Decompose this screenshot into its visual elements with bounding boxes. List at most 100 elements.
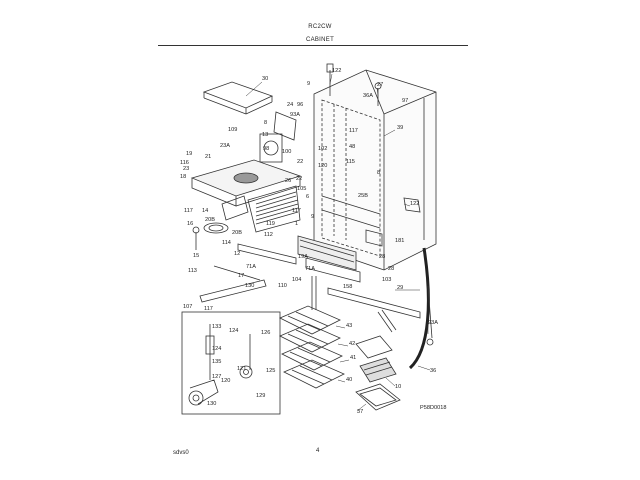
leader-lines	[245, 73, 431, 412]
callout-label: 36	[430, 368, 436, 374]
callout-label: 122	[332, 68, 341, 74]
callout-label: 8	[264, 120, 267, 126]
callout-label: 158	[343, 284, 352, 290]
callout-label: 18	[180, 174, 186, 180]
callout-label: 98	[263, 146, 269, 152]
drain-tube	[408, 247, 434, 370]
section-title: CABINET	[305, 37, 335, 43]
callout-label: 24	[287, 102, 293, 108]
callout-label: 17	[238, 273, 244, 279]
callout-label: 16	[187, 221, 193, 227]
callout-label: 15	[193, 253, 199, 259]
header-rule	[158, 45, 468, 46]
callout-label: 100	[282, 149, 291, 155]
callout-label: 133	[212, 324, 221, 330]
callout-label: 117	[349, 128, 358, 134]
diagram-code: P58D0018	[420, 405, 446, 411]
evaporator-assembly	[190, 111, 302, 250]
callout-label: 125	[266, 368, 275, 374]
callout-label: 22	[296, 176, 302, 182]
callout-label: 20B	[205, 217, 215, 223]
callout-label: 129	[256, 393, 265, 399]
callout-label: 116	[180, 160, 189, 166]
callout-label: 117	[292, 208, 301, 214]
callout-label: 37	[357, 409, 363, 415]
callout-label: 9	[307, 81, 310, 87]
callout-label: 48	[349, 144, 355, 150]
callout-label: 135	[212, 359, 221, 365]
basket-and-bins	[355, 309, 401, 411]
callout-label: 13	[262, 132, 268, 138]
callout-label: 9	[311, 214, 314, 220]
callout-label: 40	[346, 377, 352, 383]
callout-label: 119	[266, 221, 275, 227]
callout-label: 25B	[358, 193, 368, 199]
callout-label: 121	[237, 366, 246, 372]
callout-label: 71A	[246, 264, 256, 270]
top-bracket	[202, 81, 274, 115]
page-number: 4	[316, 448, 320, 454]
line-art	[181, 63, 437, 415]
caster-inset	[181, 311, 281, 415]
callout-label: 97	[402, 98, 408, 104]
callout-label: 115	[346, 159, 355, 165]
callout-label: 10	[395, 384, 401, 390]
drain-pan	[297, 235, 361, 283]
callout-label: 19A	[298, 254, 308, 260]
callout-label: 36A	[363, 93, 373, 99]
cabinet-body	[313, 63, 437, 271]
callout-label: 23A	[220, 143, 230, 149]
callout-label: 30	[262, 76, 268, 82]
callout-label: 21	[205, 154, 211, 160]
callout-label: 113	[188, 268, 197, 274]
callout-label: 130	[245, 283, 254, 289]
callout-label: 104	[292, 277, 301, 283]
callout-label: 93A	[290, 112, 300, 118]
callout-label: 120	[318, 163, 327, 169]
callout-label: 12	[234, 251, 240, 257]
callout-label: 124	[212, 346, 221, 352]
callout-label: 42	[349, 341, 355, 347]
callout-label: 181	[395, 238, 404, 244]
callout-label: 22	[297, 159, 303, 165]
callout-label: 71A	[305, 266, 315, 272]
callout-label: 107	[183, 304, 192, 310]
bottom-rails	[199, 243, 421, 319]
callout-label: 112	[264, 232, 273, 238]
callout-label: 102	[318, 146, 327, 152]
callout-label: 127	[212, 374, 221, 380]
callout-label: 41	[350, 355, 356, 361]
callout-label: 126	[261, 330, 270, 336]
callout-label: 39	[397, 125, 403, 131]
callout-label: 20B	[232, 230, 242, 236]
callout-label: 29	[397, 285, 403, 291]
callout-label: 110	[278, 283, 287, 289]
callout-label: 120	[221, 378, 230, 384]
callout-label: 6	[306, 194, 309, 200]
callout-label: 14	[202, 208, 208, 214]
callout-label: 105	[297, 186, 306, 192]
callout-label: 1	[295, 221, 298, 227]
callout-label: 109	[228, 127, 237, 133]
callout-label: 19	[186, 151, 192, 157]
footer-left-code: sdvs0	[173, 450, 189, 456]
callout-label: 117	[184, 208, 193, 214]
callout-label: 27	[377, 82, 383, 88]
model-number: RC2CW	[308, 24, 332, 30]
callout-label: 130	[207, 401, 216, 407]
callout-label: 114	[222, 240, 231, 246]
callout-label: 103	[382, 277, 391, 283]
callout-label: 124	[229, 328, 238, 334]
callout-label: 28	[379, 254, 385, 260]
callout-label: 117	[204, 306, 213, 312]
wire-shelves	[279, 305, 345, 389]
callout-label: 8	[377, 170, 380, 176]
callout-label: 28	[388, 266, 394, 272]
callout-label: 122	[410, 201, 419, 207]
callout-label: 43	[346, 323, 352, 329]
callout-label: 26	[285, 178, 291, 184]
callout-label: 23	[183, 166, 189, 172]
